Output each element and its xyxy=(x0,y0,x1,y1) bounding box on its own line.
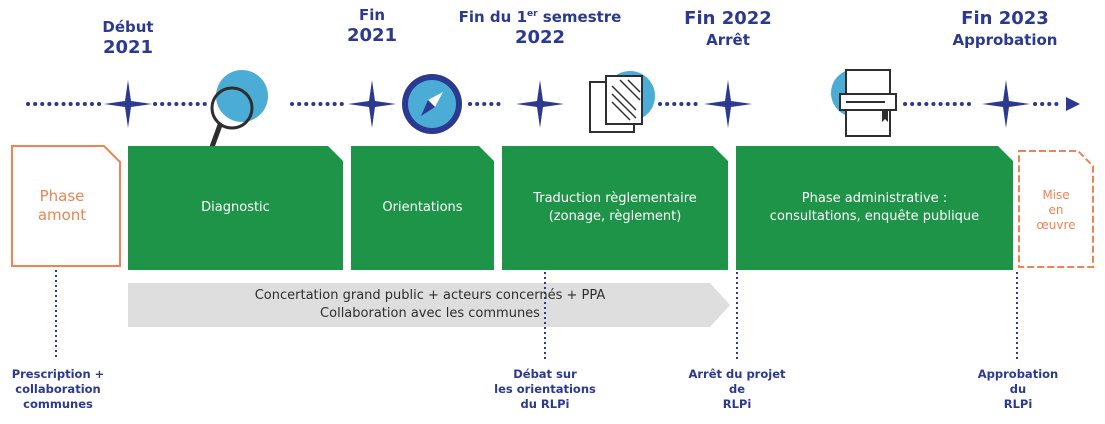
star-icon xyxy=(516,80,564,128)
documents-icon xyxy=(589,71,655,133)
star-icon xyxy=(348,80,396,128)
phase-orientations-label: Orientations xyxy=(382,200,463,216)
phase-administrative-label: Phase administrative :consultations, enq… xyxy=(769,191,980,224)
milestone-line2: 2021 xyxy=(346,24,398,46)
milestone-line2: Arrêt xyxy=(706,30,750,49)
timeline-arrow-icon xyxy=(1066,97,1080,111)
magnifier-icon xyxy=(205,70,268,161)
milestone-line1: Début xyxy=(102,18,154,36)
milestone-line1: Fin 2022 xyxy=(684,8,772,29)
book-icon xyxy=(831,69,897,137)
star-icon xyxy=(104,80,152,128)
milestone-fin-semestre-2022: Fin du 1er semestre 2022 xyxy=(430,8,650,49)
milestone-debut-2021: Début 2021 xyxy=(78,18,178,59)
milestone-line1: Fin du 1er semestre xyxy=(458,8,622,26)
phase-administrative-box xyxy=(736,146,1013,270)
phase-traduction-box xyxy=(502,146,728,270)
milestone-sup: er xyxy=(527,9,538,19)
milestone-line2: 2022 xyxy=(514,26,566,48)
milestone-fin-2023: Fin 2023 Approbation xyxy=(935,8,1075,49)
milestone-line1: Fin xyxy=(358,6,386,24)
milestone-fin-2022: Fin 2022 Arrêt xyxy=(668,8,788,49)
milestone-line1: Fin 2023 xyxy=(961,8,1049,29)
milestone-fin-2021: Fin 2021 xyxy=(322,6,422,47)
phase-orientations-box xyxy=(351,146,494,270)
phase-diagnostic-label: Diagnostic xyxy=(201,200,270,216)
compass-icon xyxy=(402,74,462,134)
star-icon xyxy=(704,80,752,128)
drop-lines xyxy=(55,270,1018,360)
concertation-label: Concertation grand public + acteurs conc… xyxy=(254,288,606,321)
phase-mise-box xyxy=(1018,150,1094,268)
phase-amont-box xyxy=(11,145,121,267)
concertation-arrow xyxy=(128,283,730,327)
phase-traduction-label: Traduction règlementaire(zonage, règleme… xyxy=(533,191,697,224)
milestone-line2: Approbation xyxy=(952,30,1058,49)
star-icon xyxy=(982,80,1030,128)
milestone-line2: 2021 xyxy=(102,36,154,58)
phase-diagnostic-box xyxy=(128,146,343,270)
